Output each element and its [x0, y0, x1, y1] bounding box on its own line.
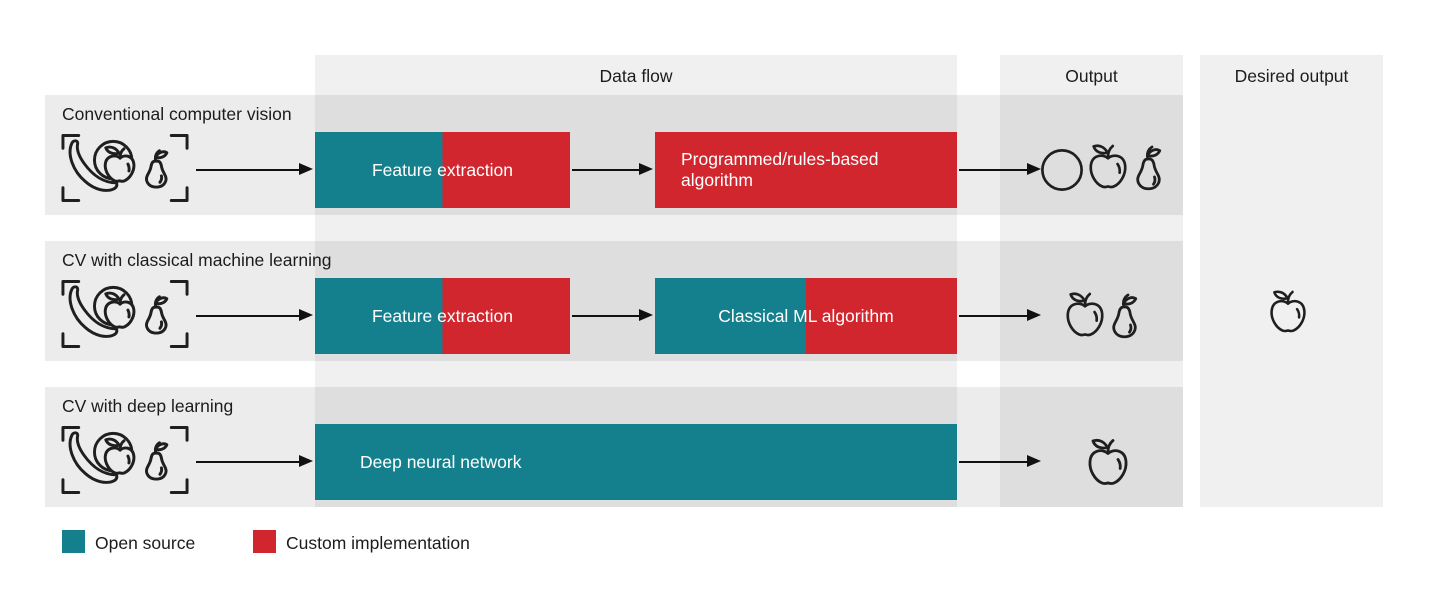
row-label-cv-deep-learning: CV with deep learning — [62, 396, 234, 416]
flow-arrow — [572, 163, 653, 175]
stage-label: Classical ML algorithm — [718, 305, 894, 326]
apple-icon — [1064, 288, 1106, 340]
stage-label: Feature extraction — [371, 305, 514, 326]
row-band-conventional — [45, 95, 1183, 215]
desired-output-column-band — [1200, 55, 1383, 507]
fruits-viewfinder-icon — [60, 424, 190, 496]
column-header-output: Output — [1065, 66, 1118, 86]
round-fruit-icon — [1040, 148, 1084, 192]
apple-icon — [1086, 434, 1130, 489]
flow-arrow — [959, 163, 1041, 175]
apple-icon — [1268, 286, 1308, 336]
row-label-conventional-cv: Conventional computer vision — [62, 104, 292, 124]
stage-box-deep-neural-network: Deep neural network — [315, 424, 957, 500]
flow-arrow — [959, 455, 1041, 467]
flow-arrow — [196, 309, 313, 321]
legend-label-custom-implementation: Custom implementation — [286, 533, 470, 553]
legend-label-open-source: Open source — [95, 533, 196, 553]
row-band-classical-ml — [45, 241, 1183, 361]
stage-label: Deep neural network — [360, 451, 522, 472]
flow-arrow — [196, 455, 313, 467]
row-label-cv-classical-ml: CV with classical machine learning — [62, 250, 332, 270]
fruits-viewfinder-icon — [60, 132, 190, 204]
output-column-band — [1000, 55, 1183, 507]
pear-icon — [1130, 144, 1166, 192]
legend-swatch-custom-implementation — [253, 530, 276, 553]
stage-box-classical-ml-algorithm: Classical ML algorithm — [655, 278, 957, 354]
column-header-data-flow: Data flow — [599, 66, 673, 86]
stage-box-feature-extraction: Feature extraction — [315, 278, 570, 354]
flow-arrow — [572, 309, 653, 321]
stage-box-programmed-rules-based-algorithm: Programmed/rules-based algorithm — [655, 132, 957, 208]
flow-arrow — [959, 309, 1041, 321]
apple-icon — [1087, 140, 1129, 192]
stage-label: Programmed/rules-based algorithm — [681, 149, 879, 190]
column-header-desired-output: Desired output — [1234, 66, 1349, 86]
flow-arrow — [196, 163, 313, 175]
stage-box-feature-extraction: Feature extraction — [315, 132, 570, 208]
legend-swatch-open-source — [62, 530, 85, 553]
stage-label: Feature extraction — [371, 159, 514, 180]
fruits-viewfinder-icon — [60, 278, 190, 350]
pear-icon — [1106, 292, 1142, 340]
